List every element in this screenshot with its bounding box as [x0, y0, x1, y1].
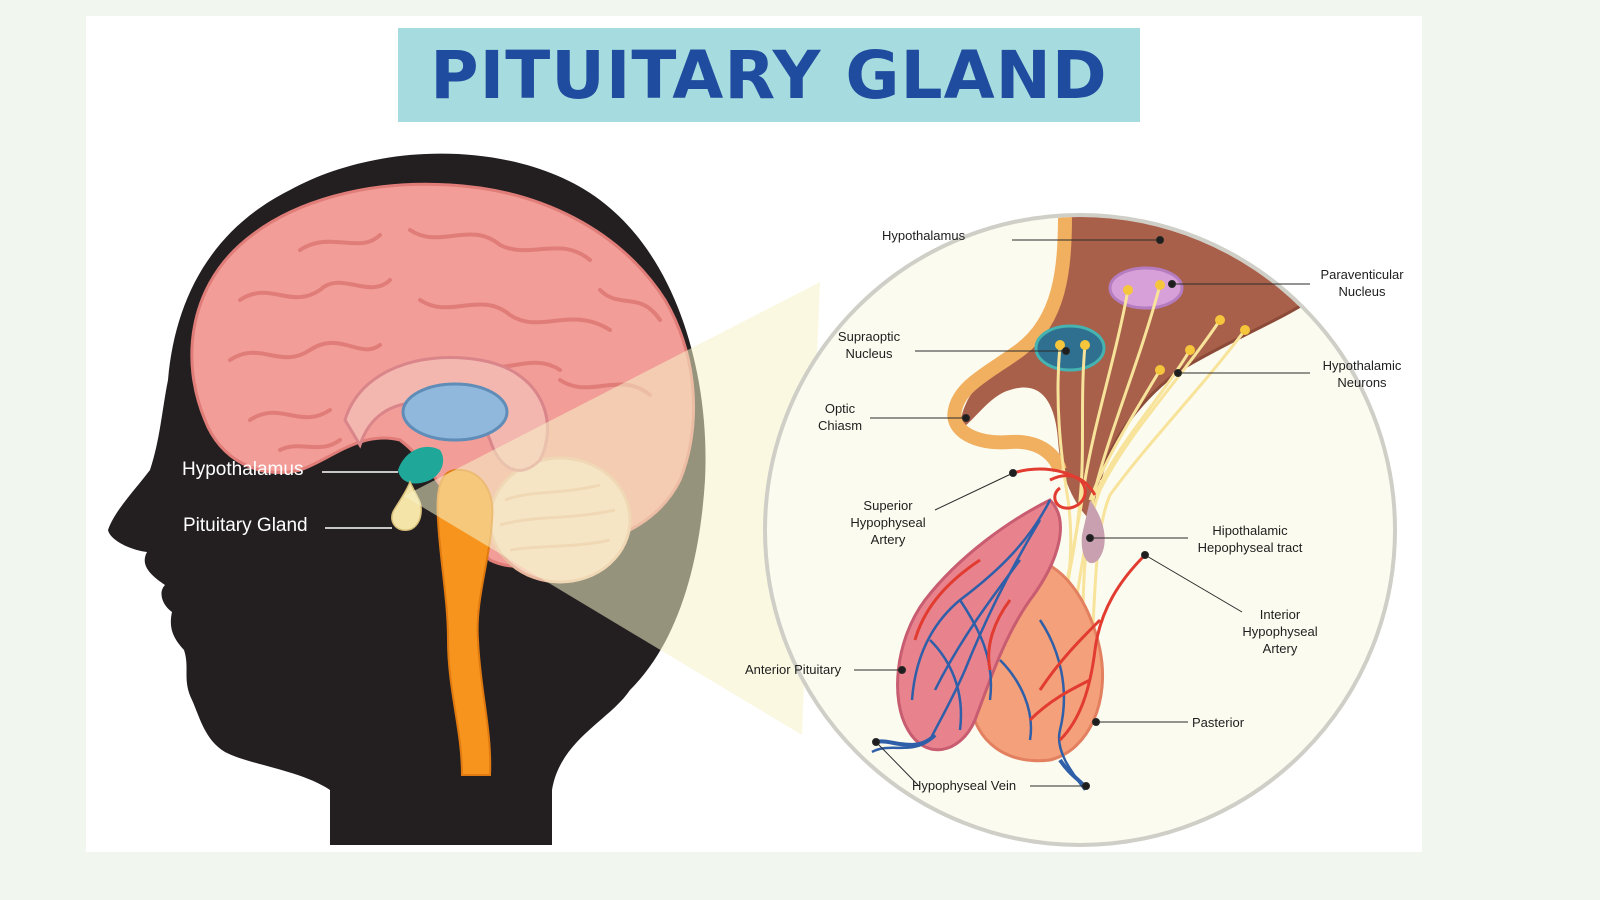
supraoptic-nucleus: [1034, 324, 1106, 372]
label-paraventicular-nucleus: Paraventicular Nucleus: [1320, 267, 1404, 299]
nerve-fibers: [1048, 284, 1247, 691]
neuron-cells: [1055, 280, 1250, 375]
optic-chiasm: [947, 217, 1072, 473]
label-anterior-pituitary: Anterior Pituitary: [745, 662, 842, 677]
paraventicular-nucleus: [1108, 266, 1184, 310]
label-hypothalamic-neurons: Hypothalamic Neurons: [1322, 358, 1402, 390]
label-head-pituitary-gland: Pituitary Gland: [183, 515, 308, 536]
label-pasterior: Pasterior: [1192, 715, 1245, 730]
label-supraoptic-nucleus: Supraoptic Nucleus: [837, 329, 901, 361]
head-hypothalamus: [398, 446, 444, 484]
zoom-leader-lines: [854, 236, 1310, 790]
title-banner: PITUITARY GLAND: [398, 28, 1140, 122]
page-title: PITUITARY GLAND: [430, 36, 1108, 114]
label-optic-chiasm: Optic Chiasm: [817, 401, 863, 433]
label-superior-hypophyseal-artery: Superior Hypophyseal Artery: [850, 498, 926, 547]
portal-capillaries: [871, 499, 1087, 791]
label-hipothalamic-hepophyseal-tract: Hipothalamic Hepophyseal tract: [1197, 523, 1303, 555]
label-head-hypothalamus: Hypothalamus: [182, 459, 304, 480]
label-interior-hypophyseal-artery: Interior Hypophyseal Artery: [1242, 607, 1318, 656]
label-hypophyseal-vein: Hypophyseal Vein: [912, 778, 1017, 793]
infundibulum: [1081, 500, 1105, 564]
label-hypothalamus: Hypothalamus: [882, 228, 966, 243]
lateral-ventricle: [401, 382, 509, 442]
arteries: [913, 467, 1147, 742]
zoom-beam: [404, 282, 820, 735]
